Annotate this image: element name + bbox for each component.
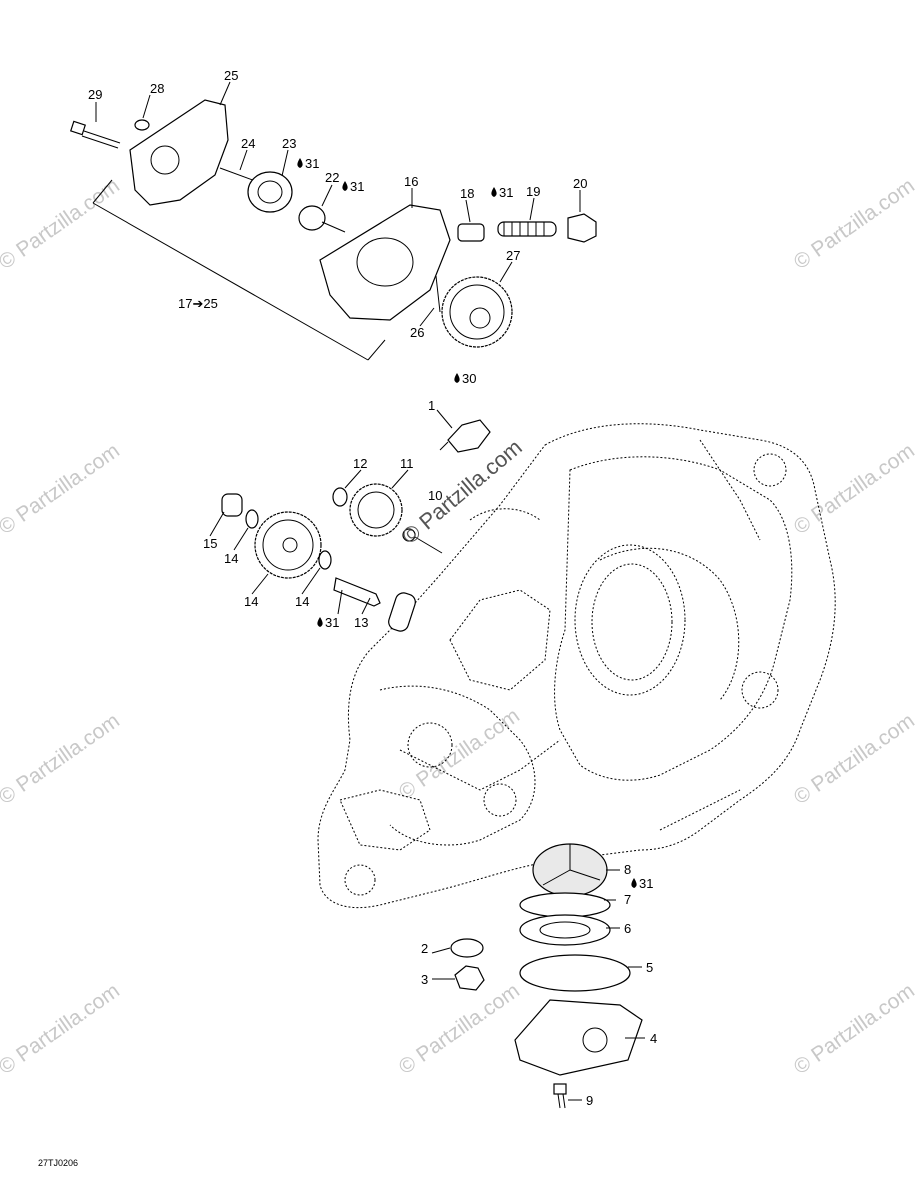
part-26-pin [435,275,441,313]
callout-14: 14 [295,594,309,609]
watermark: © Partzilla.com [395,704,524,804]
callout-20: 19 [526,184,540,199]
lubricant-label: 30 [462,371,476,386]
part-15-gear [254,511,322,579]
watermark: © Partzilla.com [0,979,124,1079]
part-3-plug [454,965,485,991]
oil-drop-icon [297,158,303,168]
watermark: © Partzilla.com [790,174,919,274]
lubricant-label: 31 [305,156,319,171]
oil-drop-icon [491,187,497,197]
watermark: © Partzilla.com [395,979,524,1079]
watermark: © Partzilla.com [0,174,124,274]
part-9-bolt [553,1083,567,1109]
callouts: 29 28 25 24 23 22 16 18 19 20 27 26 17➔2… [88,68,657,1108]
part-29-ring [134,119,150,131]
callout-28: 29 [88,87,102,102]
lubricant-label: 31 [499,185,513,200]
part-14-washer [318,550,332,570]
callout-16: 15 [203,536,217,551]
callout-1: 1 [428,398,435,413]
part-4-cover [514,999,643,1076]
part-12-ring [332,487,348,507]
part-19-plunger [457,223,485,242]
part-14-washer [245,509,259,529]
watermark: © Partzilla.com [790,979,919,1079]
part-23-rotor [247,171,293,213]
group-bracket [92,179,386,361]
callout-22: 22 [325,170,339,185]
callout-15: 14 [244,594,258,609]
part-27-gear [441,276,513,348]
part-5-o-ring [519,954,631,992]
watermark: © Partzilla.com [790,439,919,539]
part-22-rotor [298,205,326,231]
callout-5: 5 [646,960,653,975]
part-11-gear [349,483,403,537]
figure-code: 27TJ0206 [38,1158,78,1168]
part-20-spring [497,221,557,237]
callout-10: 10 [428,488,442,503]
callout-29: 28 [150,81,164,96]
callout-range: 17➔25 [178,296,218,311]
callout-13: 13 [354,615,368,630]
leader-lines [95,81,645,1101]
callout-27: 27 [506,248,520,263]
lubricant-label: 31 [325,615,339,630]
part-2-washer [450,938,484,958]
part-24-pin [219,167,259,183]
lubricant-marks: 31 31 31 30 31 31 [297,156,653,891]
crankcase-outline [317,423,836,909]
callout-8: 8 [624,862,631,877]
callout-3: 3 [421,972,428,987]
callout-24: 24 [241,136,255,151]
lubricant-label: 31 [350,179,364,194]
callout-9: 9 [586,1093,593,1108]
oil-drop-icon [631,878,637,888]
callout-25: 25 [224,68,238,83]
part-8-screen [532,843,608,897]
part-1-sensor [439,419,491,453]
part-10-nut [402,528,416,542]
callout-21: 20 [573,176,587,191]
oil-drop-icon [342,181,348,191]
part-28-bolt [69,120,121,149]
callout-2: 2 [421,941,428,956]
callout-14: 14 [224,551,238,566]
watermark: © Partzilla.com [790,709,919,809]
lubricant-label: 31 [639,876,653,891]
callout-23: 23 [282,136,296,151]
part-7-ring [519,892,611,918]
watermark: © Partzilla.com [0,439,124,539]
callout-18: 16 [404,174,418,189]
oil-drop-icon [454,373,460,383]
callout-11: 11 [400,456,414,471]
oil-drop-icon [317,617,323,627]
callout-26: 26 [410,325,424,340]
watermark: © Partzilla.com [0,709,124,809]
part-25-cover [129,99,229,206]
part-16-bushing [221,493,243,517]
callout-19: 18 [460,186,474,201]
part-6-seal [519,914,611,946]
callout-12: 12 [353,456,367,471]
callout-7: 7 [624,892,631,907]
callout-4: 4 [650,1031,657,1046]
part-18-body [319,204,451,321]
callout-6: 6 [624,921,631,936]
part-21-plug [567,213,597,243]
part-13-shaft [333,577,416,632]
